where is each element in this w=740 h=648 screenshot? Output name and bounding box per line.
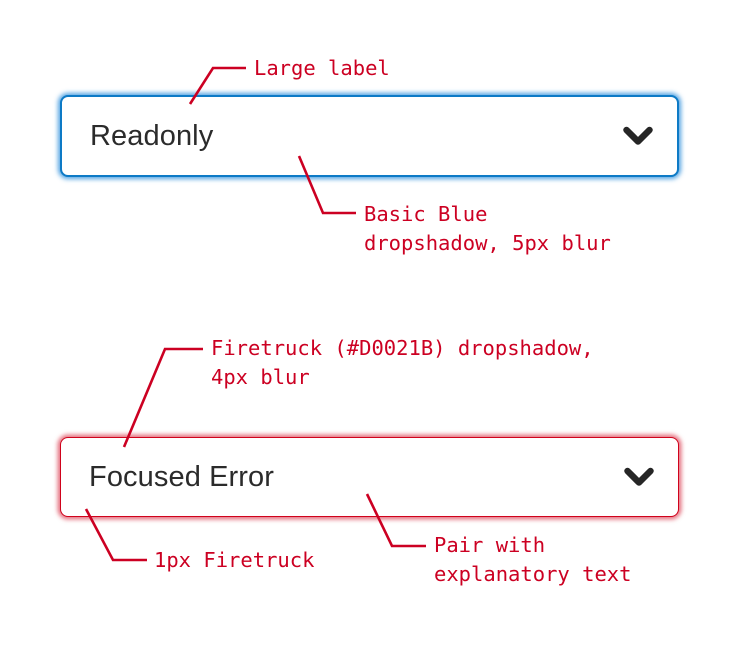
annotation-pair-with-explanatory-text: Pair with explanatory text [434,533,632,586]
dropdown-focused-error[interactable]: Focused Error [60,437,679,517]
annotation-firetruck-dropshadow: Firetruck (#D0021B) dropshadow, 4px blur [211,336,594,389]
chevron-down-icon[interactable] [621,119,655,153]
dropdown-focused-error-label: Focused Error [89,460,275,493]
annotation-large-label: Large label [254,56,390,80]
annotation-1px-firetruck-border: 1px Firetruck [154,548,315,572]
annotation-basic-blue-dropshadow: Basic Blue dropshadow, 5px blur [364,202,611,255]
dropdown-readonly-label: Readonly [90,119,214,152]
chevron-down-icon[interactable] [622,460,656,494]
dropdown-readonly[interactable]: Readonly [60,95,679,177]
leader-line-firetruck [122,347,203,448]
